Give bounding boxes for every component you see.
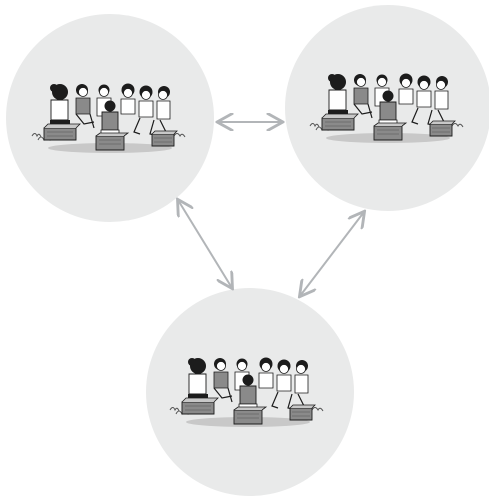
group-node-bottom [146, 288, 354, 496]
double-headed-arrow-icon [300, 212, 364, 296]
double-headed-arrow-icon [178, 200, 232, 288]
group-node-top-right [285, 5, 489, 211]
group-node-top-left [6, 14, 214, 222]
